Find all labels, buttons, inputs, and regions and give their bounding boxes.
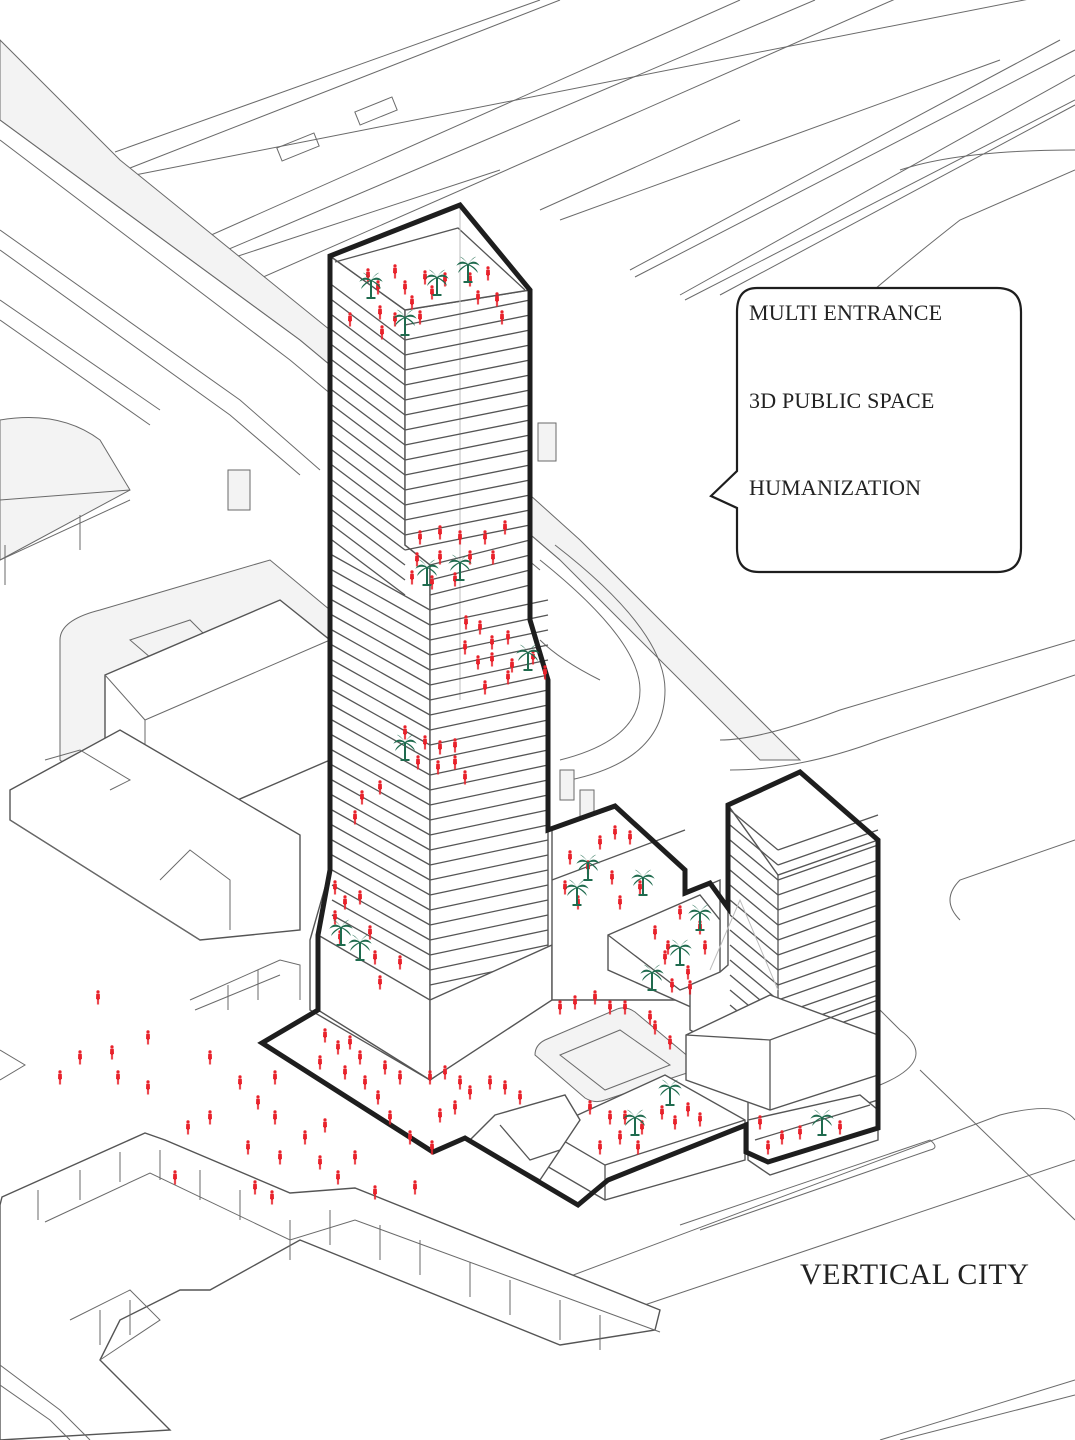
callout-bubble — [709, 286, 1023, 574]
callout-item-humanization: HUMANIZATION — [749, 475, 922, 500]
lowrise-left — [9, 559, 331, 941]
site-boundary-outline — [257, 202, 881, 1209]
secondary-tower — [685, 771, 880, 1176]
rail-tracks — [114, 0, 1075, 301]
piers-lower-left — [0, 959, 661, 1440]
station-canopy — [0, 417, 131, 585]
callout-item-multi-entrance: MULTI ENTRANCE — [749, 300, 943, 325]
callout-item-3d-public-space: 3D PUBLIC SPACE — [749, 388, 935, 413]
main-tower — [309, 204, 553, 1082]
diagram-title: VERTICAL CITY — [800, 1258, 1030, 1291]
